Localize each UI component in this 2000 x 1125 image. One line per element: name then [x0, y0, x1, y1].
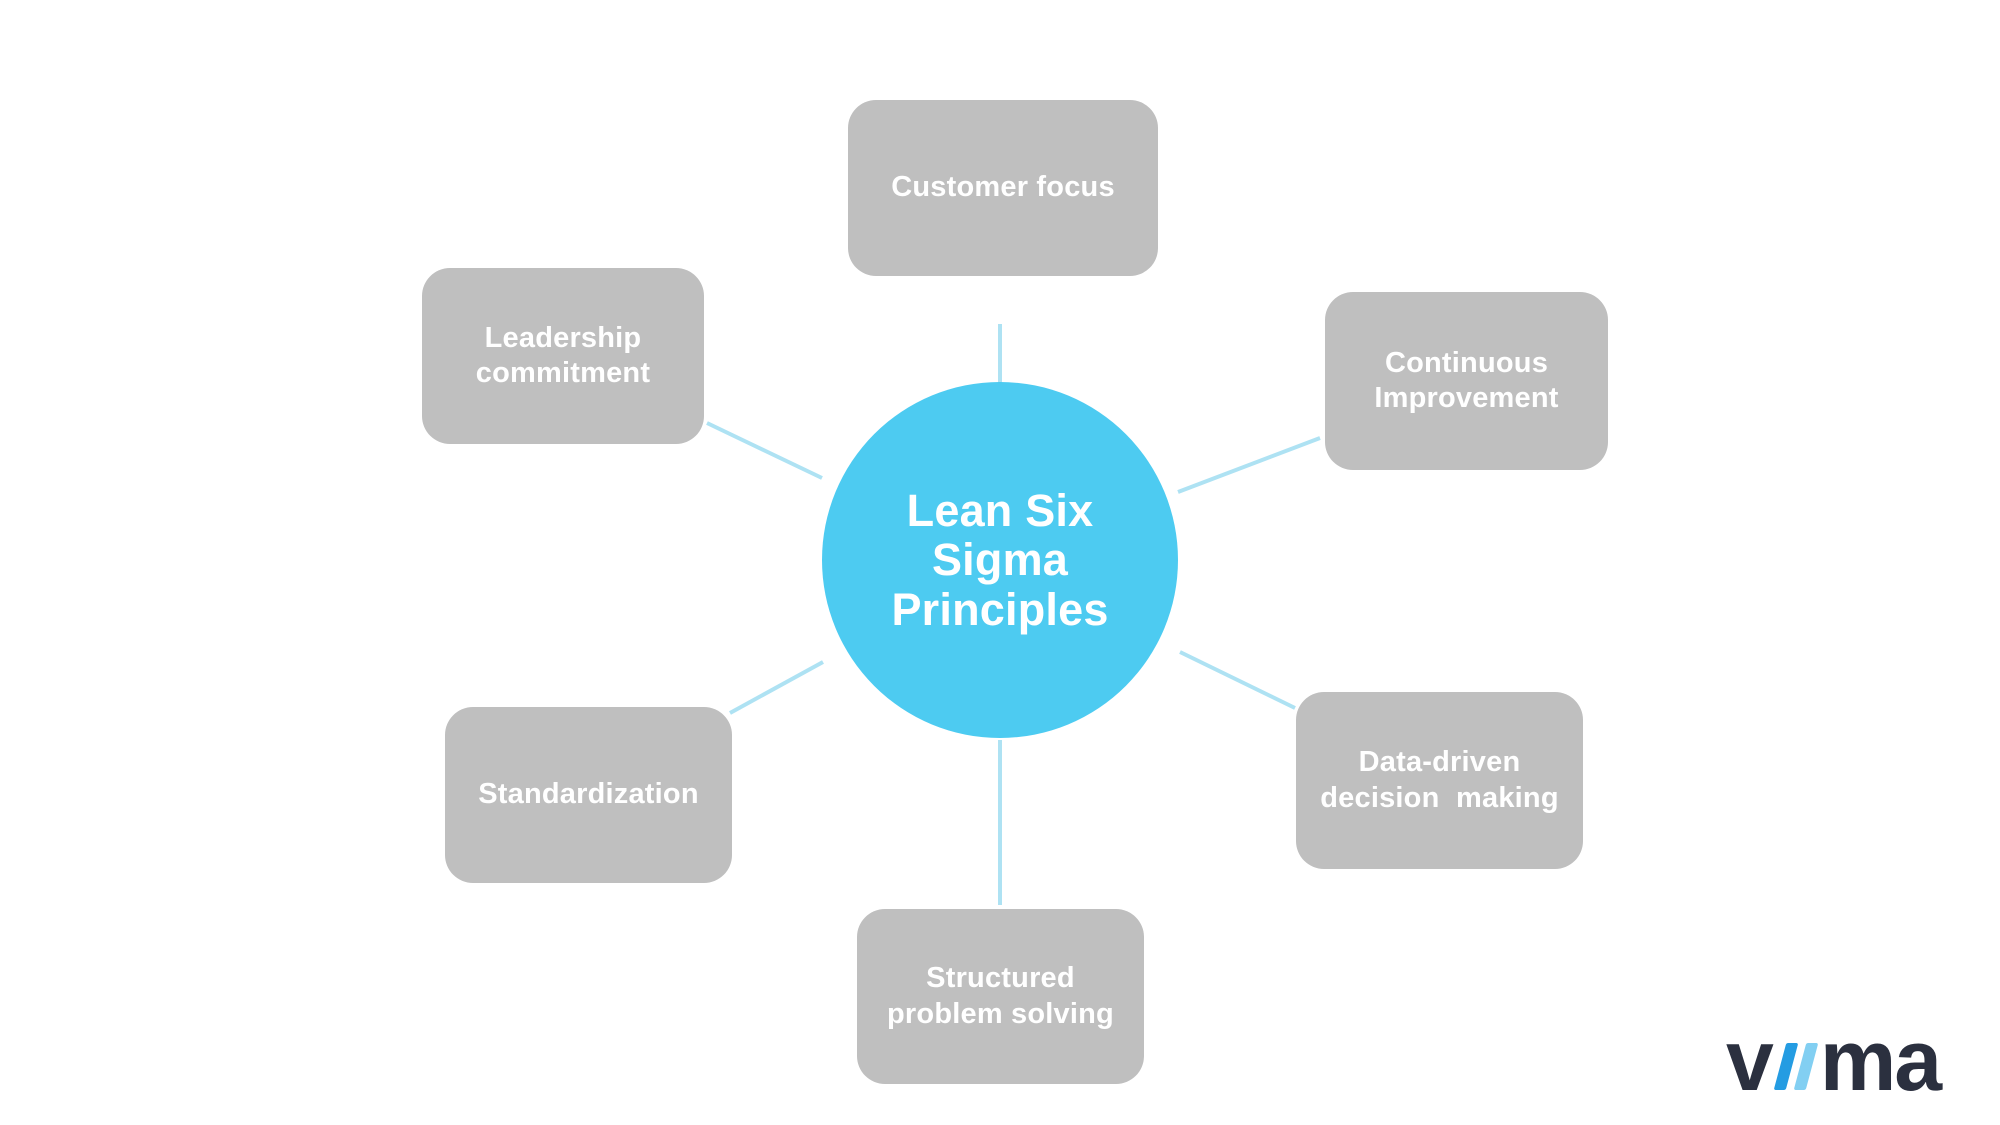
center-node-lean-six-sigma-principles: Lean Six Sigma Principles — [822, 382, 1178, 738]
node-continuous-improvement-label: Continuous Improvement — [1374, 346, 1559, 414]
connector-leadership-commitment — [706, 421, 823, 480]
logo-slash-2-icon — [1793, 1043, 1819, 1090]
viima-logo: v ma — [1726, 1018, 1942, 1104]
node-customer-focus: Customer focus — [848, 100, 1158, 276]
center-node-label: Lean Six Sigma Principles — [891, 484, 1109, 635]
node-data-driven-decision-making: Data-driven decision making — [1296, 692, 1583, 869]
logo-text-ma: ma — [1819, 1013, 1942, 1109]
node-leadership-commitment: Leadership commitment — [422, 268, 704, 444]
connector-standardization — [729, 660, 824, 715]
node-structured-problem-solving: Structured problem solving — [857, 909, 1144, 1084]
node-leadership-commitment-label: Leadership commitment — [475, 321, 651, 389]
node-structured-problem-solving-label: Structured problem solving — [887, 962, 1114, 1030]
connector-continuous-improvement — [1177, 436, 1321, 494]
node-continuous-improvement: Continuous Improvement — [1325, 292, 1608, 470]
logo-text-v: v — [1726, 1013, 1774, 1109]
node-customer-focus-label: Customer focus — [891, 171, 1115, 204]
connector-data-driven — [1179, 650, 1296, 710]
node-data-driven-decision-making-label: Data-driven decision making — [1320, 746, 1559, 814]
node-standardization: Standardization — [445, 707, 732, 883]
node-standardization-label: Standardization — [478, 778, 699, 811]
